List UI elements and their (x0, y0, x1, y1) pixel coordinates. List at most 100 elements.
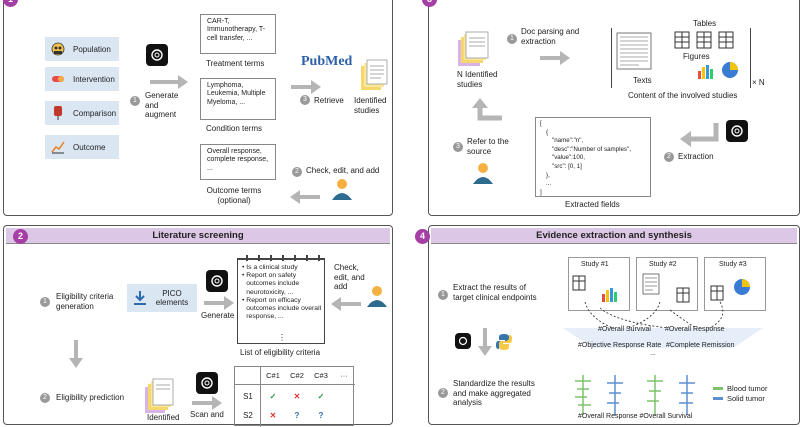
arrow-up (472, 98, 502, 121)
text-page-icon (642, 273, 660, 295)
extracted-fields-caption: Extracted fields (565, 200, 620, 209)
endpoint-tag: #Objective Response Rate (578, 342, 662, 349)
eligibility-prediction-label: Eligibility prediction (56, 393, 125, 402)
check-mark: ✓ (317, 391, 325, 401)
openai-icon (726, 120, 748, 142)
arrow-check (290, 190, 320, 204)
json-line: { (546, 128, 549, 136)
arrow-parse (540, 51, 570, 65)
criteria-list: • Is a clinical study • Report on safety… (237, 255, 325, 344)
arrow-retrieve (291, 80, 321, 94)
arrow-check-left (331, 297, 361, 311)
check-edit-label: Check, edit, and add (306, 166, 380, 175)
step-badge: 1 (507, 34, 517, 44)
extract-results-label: Extract the results of target clinical e… (453, 283, 537, 302)
outcome-terms-caption: Outcome terms (optional) (206, 186, 262, 205)
python-icon (496, 334, 512, 350)
criteria-more: ⋮ (278, 333, 286, 342)
n-identified-label: N Identified studies (457, 70, 498, 89)
step-badge: 3 (300, 95, 310, 105)
step-badge: 1 (40, 297, 50, 307)
user-icon (473, 163, 493, 184)
criterion-text: Is a clinical study (246, 264, 298, 271)
arrow-down (478, 328, 492, 356)
pico-elements-box: PICO elements (127, 284, 197, 312)
panel-number-3: 3 (422, 0, 437, 7)
iv-bag-icon (54, 106, 62, 120)
legend-item: Blood tumor (713, 384, 767, 393)
endpoints-more: ... (650, 350, 656, 357)
criterion-item: • Report on efficacy outcomes include ov… (242, 297, 324, 322)
openai-icon (196, 372, 218, 394)
panel-title: Evidence extraction and synthesis (431, 228, 797, 244)
table-icon (718, 31, 734, 49)
criteria-caption: List of eligibility criteria (240, 348, 321, 357)
panel-title: Literature screening (6, 228, 390, 244)
criterion-item: • Report on safety outcomes include neur… (242, 272, 324, 297)
endpoint-tag: #Overall Response (665, 326, 725, 333)
arrow-extraction (680, 123, 719, 147)
pico-comparison: Comparison (45, 101, 119, 125)
panel-number-2: 2 (13, 229, 28, 244)
document-stack-icon (145, 378, 174, 413)
column-header: ··· (340, 371, 348, 380)
arrow-generate (150, 75, 188, 89)
eligibility-table: C#1 C#2 C#3 ··· S1 ✓ ✕ ✓ S2 ✕ ? ? (234, 366, 355, 427)
bar-figure-icon (698, 65, 713, 79)
content-bracket (611, 28, 751, 88)
step-badge: 2 (292, 167, 302, 177)
json-line: }, (546, 171, 550, 179)
openai-icon (206, 270, 228, 292)
pico-intervention: Intervention (45, 67, 119, 91)
arrow-down (69, 340, 83, 368)
pubmed-logo: PubMed (301, 54, 352, 71)
legend-swatch (713, 387, 723, 390)
legend-item: Solid tumor (713, 394, 765, 403)
treatment-terms-box: CAR-T, Immunotherapy, T-cell transfer, .… (200, 14, 276, 54)
json-line: ... (546, 180, 552, 188)
column-header: C#2 (290, 371, 304, 380)
study-title: Study #2 (649, 261, 677, 268)
generate-augment-label: Generate and augment (145, 91, 179, 120)
legend-label: Solid tumor (727, 394, 765, 403)
pico-label: Outcome (73, 142, 106, 152)
treatment-terms-caption: Treatment terms (206, 59, 265, 68)
json-line: "desc":"Number of samples", (552, 145, 631, 153)
openai-icon (146, 44, 168, 66)
json-line: [ (540, 120, 542, 127)
forest-plot (575, 375, 695, 415)
extraction-label: Extraction (678, 152, 714, 161)
column-header: C#3 (314, 371, 328, 380)
legend-label: Blood tumor (727, 384, 768, 393)
row-id: S1 (243, 391, 253, 401)
identified-partial-label: Identified (147, 413, 180, 422)
table-icon (696, 31, 712, 49)
table-icon (572, 275, 586, 291)
scan-label: Scan and (190, 410, 224, 419)
bar-figure-icon (602, 288, 617, 302)
binder-rings (246, 255, 320, 261)
arrow-generate-criteria (204, 296, 234, 310)
pico-label: Comparison (73, 108, 117, 118)
pico-label: Population (73, 44, 111, 54)
json-line: ] (540, 188, 542, 196)
table-icon (710, 285, 724, 301)
content-caption: Content of the involved studies (628, 91, 738, 100)
step-badge: 3 (453, 142, 463, 152)
outcome-terms-text: Overall response, complete response, ... (207, 148, 269, 172)
user-icon (367, 286, 387, 307)
times-n-label: × N (752, 78, 765, 87)
table-row: S2 ✕ ? ? (235, 406, 355, 424)
retrieve-label: Retrieve (314, 96, 344, 105)
pill-icon (52, 76, 64, 82)
condition-terms-caption: Condition terms (206, 124, 263, 133)
legend-swatch (713, 397, 723, 400)
texts-label: Texts (633, 76, 652, 85)
document-stack-icon (458, 31, 489, 66)
pico-elements-label: PICO elements (155, 289, 189, 307)
step-badge: 2 (664, 152, 674, 162)
generate-label: Generate (201, 311, 235, 320)
arrow-scan (192, 396, 222, 410)
study-card: Study #1 (568, 257, 630, 311)
criterion-text: Report on efficacy outcomes include over… (246, 296, 322, 321)
